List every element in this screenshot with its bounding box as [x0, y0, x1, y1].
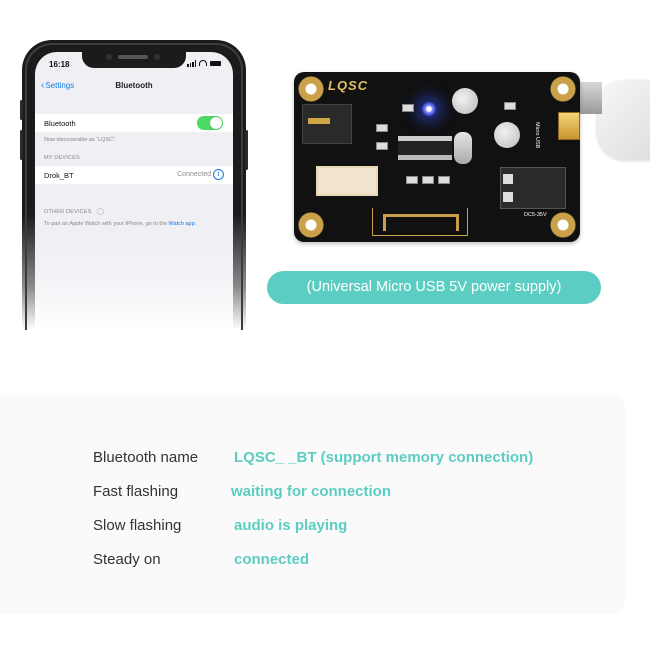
nav-bar: ‹ Settings Bluetooth	[35, 78, 233, 96]
bluetooth-toggle[interactable]	[197, 116, 223, 130]
discoverable-note: Now discoverable as “LQSC”.	[44, 137, 117, 143]
phone-screen: 16:18 ‹ Settings Bluetooth Bluetooth Now…	[35, 52, 233, 330]
smd-component	[406, 176, 418, 184]
signal-icon	[187, 60, 196, 67]
status-bar: 16:18	[35, 58, 233, 72]
led-status-panel: Bluetooth name LQSC_ _BT (support memory…	[0, 396, 624, 613]
speaker-grille	[118, 55, 148, 59]
phone-side-button	[20, 100, 23, 120]
crystal-oscillator	[454, 132, 472, 164]
mounting-hole	[550, 212, 576, 238]
usb-cable-plug	[598, 80, 650, 160]
camera-icon	[106, 54, 112, 60]
micro-usb-port	[558, 112, 580, 140]
audio-jack	[302, 104, 352, 144]
usb-connector-metal	[580, 82, 602, 114]
status-icons	[187, 60, 221, 67]
info-label: Bluetooth name	[93, 449, 199, 466]
smd-component	[402, 104, 414, 112]
other-devices-label: OTHER DEVICES	[44, 208, 92, 215]
info-value: LQSC_ _BT (support memory connection)	[234, 449, 534, 466]
my-devices-header: MY DEVICES	[44, 155, 80, 161]
voltage-label: DC5-35V	[524, 212, 547, 218]
pcb-antenna	[372, 208, 468, 236]
chevron-left-icon: ‹	[41, 79, 45, 91]
watch-app-link[interactable]: Watch app	[168, 221, 195, 227]
other-devices-header: OTHER DEVICES	[44, 208, 105, 215]
terminal-pin	[503, 174, 513, 184]
info-value: connected	[234, 551, 310, 568]
info-value: audio is playing	[234, 517, 348, 534]
battery-icon	[210, 61, 221, 66]
smd-component	[422, 176, 434, 184]
mounting-hole	[298, 212, 324, 238]
info-label: Fast flashing	[93, 483, 179, 500]
capacitor	[452, 88, 478, 114]
capacitor	[494, 122, 520, 148]
power-supply-banner: (Universal Micro USB 5V power supply)	[267, 271, 601, 304]
toggle-knob	[210, 117, 222, 129]
smd-component	[438, 176, 450, 184]
back-button[interactable]: ‹ Settings	[41, 79, 75, 91]
back-label: Settings	[45, 81, 75, 90]
smd-component	[376, 142, 388, 150]
sensor-icon	[154, 54, 160, 60]
speaker-connector	[316, 166, 378, 196]
smd-component	[376, 124, 388, 132]
smd-component	[504, 102, 516, 110]
info-icon[interactable]: i	[213, 169, 224, 180]
pair-text: To pair an Apple Watch with your iPhone,…	[44, 221, 169, 227]
mounting-hole	[298, 76, 324, 102]
power-terminal	[500, 167, 566, 209]
info-label: Slow flashing	[93, 517, 182, 534]
wifi-icon	[199, 60, 207, 66]
device-name: Drok_BT	[44, 171, 74, 180]
pair-watch-text: To pair an Apple Watch with your iPhone,…	[44, 220, 225, 228]
info-label: Steady on	[93, 551, 161, 568]
phone-power-button	[245, 130, 248, 170]
board-logo: LQSC	[328, 78, 369, 93]
phone-notch	[82, 52, 186, 68]
mounting-hole	[550, 76, 576, 102]
bluetooth-chip	[398, 136, 452, 160]
pair-text-end: .	[194, 221, 197, 227]
page-title: Bluetooth	[115, 81, 153, 90]
device-status: Connected	[177, 171, 211, 178]
bluetooth-label: Bluetooth	[44, 119, 76, 128]
status-led	[422, 102, 436, 116]
bluetooth-toggle-row: Bluetooth	[35, 114, 233, 132]
bluetooth-audio-board: LQSC Micro USB DC5-35V	[294, 72, 580, 242]
phone-mockup: 16:18 ‹ Settings Bluetooth Bluetooth Now…	[20, 40, 248, 330]
phone-volume-button	[20, 130, 23, 160]
loading-spinner-icon	[97, 208, 105, 215]
device-row[interactable]: Drok_BT Connected i	[35, 166, 233, 184]
info-value: waiting for connection	[231, 483, 391, 500]
audio-jack-pin	[308, 118, 330, 124]
status-time: 16:18	[49, 60, 70, 69]
terminal-pin	[503, 192, 513, 202]
micro-usb-label: Micro USB	[534, 122, 540, 149]
